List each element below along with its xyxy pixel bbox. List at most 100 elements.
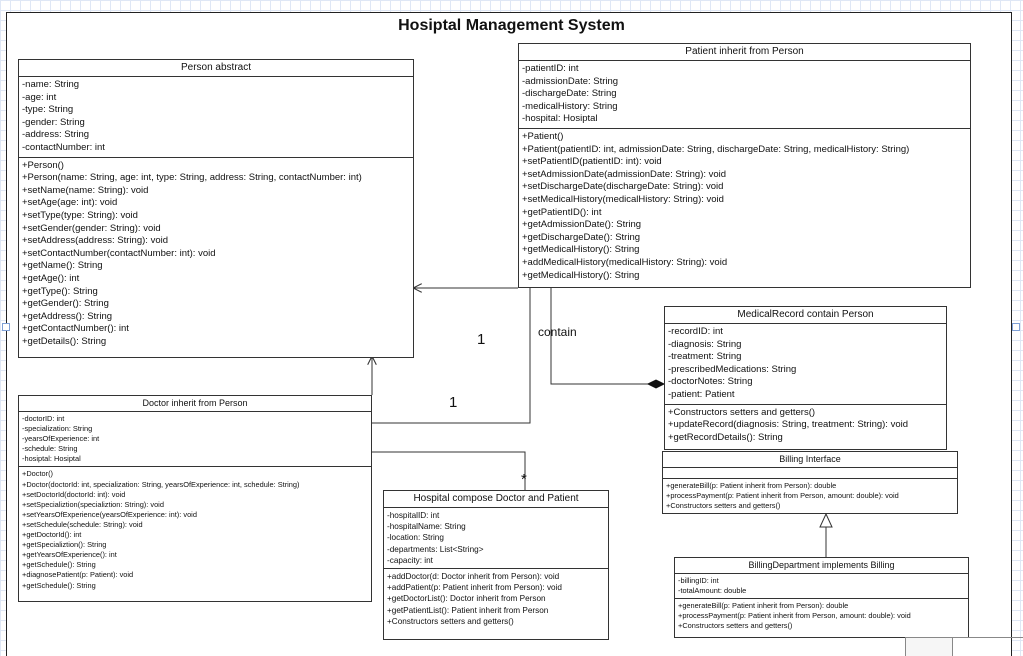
member-line: +Patient(patientID: int, admissionDate: …	[522, 143, 910, 155]
page-corner-edge	[951, 637, 1023, 638]
member-line: +getPatientList(): Patient inherit from …	[387, 605, 549, 615]
class-header: Billing Interface	[663, 452, 957, 468]
member-line: +setPatientID(patientID: int): void	[522, 156, 662, 168]
member-line: +setDoctorId(doctorId: int): void	[22, 489, 126, 499]
doctor-class[interactable]: Doctor inherit from Person -doctorID: in…	[18, 395, 372, 602]
member-line: +setName(name: String): void	[22, 184, 149, 196]
member-line: +Doctor(doctorId: int, specialization: S…	[22, 479, 300, 489]
member-line: +Constructors setters and getters()	[678, 621, 793, 631]
member-line: +Person()	[22, 159, 64, 171]
class-header: Hospital compose Doctor and Patient	[384, 491, 608, 508]
hospital-class[interactable]: Hospital compose Doctor and Patient -hos…	[383, 490, 609, 640]
person-class[interactable]: Person abstract -name: String-age: int-t…	[18, 59, 414, 358]
member-line: +getSchedule(): String	[22, 580, 96, 590]
attributes-section	[663, 468, 957, 479]
attributes-section: -name: String-age: int-type: String-gend…	[19, 77, 413, 158]
member-line: -recordID: int	[668, 326, 723, 337]
member-line: +setYearsOfExperience(yearsOfExperience:…	[22, 509, 197, 519]
methods-section: +addDoctor(d: Doctor inherit from Person…	[384, 569, 608, 629]
member-line: -contactNumber: int	[22, 141, 105, 153]
member-line: +getDetails(): String	[22, 335, 107, 347]
class-header: Patient inherit from Person	[519, 44, 970, 61]
member-line: +Constructors setters and getters()	[387, 616, 514, 626]
member-line: +getMedicalHistory(): String	[522, 244, 640, 256]
methods-section: +generateBill(p: Patient inherit from Pe…	[663, 479, 957, 513]
member-line: -medicalHistory: String	[522, 100, 618, 112]
member-line: -address: String	[22, 129, 90, 141]
member-line: +getSchedule(): String	[22, 560, 96, 570]
member-line: -billingID: int	[678, 576, 719, 585]
methods-section: +Patient()+Patient(patientID: int, admis…	[519, 129, 970, 284]
member-line: +setSpecializtion(specializtion: String)…	[22, 499, 164, 509]
member-line: +getAddress(): String	[22, 310, 113, 322]
member-line: +getSpecializtion(): String	[22, 540, 107, 550]
member-line: -hospitalName: String	[387, 522, 466, 532]
methods-section: +Doctor()+Doctor(doctorId: int, speciali…	[19, 467, 371, 592]
member-line: -specialization: String	[22, 424, 93, 434]
member-line: +getRecordDetails(): String	[668, 431, 783, 443]
contain-label: contain	[538, 325, 577, 339]
member-line: -hosiptal: Hosiptal	[22, 454, 81, 464]
member-line: +getAdmissionDate(): String	[522, 219, 642, 231]
member-line: +addPatient(p: Patient inherit from Pers…	[387, 583, 562, 593]
medical-record-class[interactable]: MedicalRecord contain Person -recordID: …	[664, 306, 947, 450]
doctor-hospital-association	[372, 451, 526, 490]
member-line: +getDischargeDate(): String	[522, 231, 641, 243]
member-line: -name: String	[22, 79, 80, 90]
multiplicity-one-lower: 1	[449, 394, 458, 411]
member-line: -capacity: int	[387, 555, 433, 565]
member-line: +Doctor()	[22, 469, 54, 479]
diagram-title: Hosiptal Management System	[398, 17, 625, 34]
member-line: +setAdmissionDate(admissionDate: String)…	[522, 168, 727, 180]
member-line: -doctorNotes: String	[668, 376, 753, 388]
member-line: -hospital: Hosiptal	[522, 113, 598, 125]
member-line: +setSchedule(schedule: String): void	[22, 519, 143, 529]
selection-handle-right[interactable]	[1012, 323, 1020, 331]
patient-record-composition	[550, 288, 648, 385]
member-line: +Constructors setters and getters()	[668, 406, 816, 418]
member-line: -yearsOfExperience: int	[22, 434, 100, 444]
member-line: +Patient()	[522, 130, 564, 142]
member-line: -dischargeDate: String	[522, 88, 617, 100]
billing-department-class[interactable]: BillingDepartment implements Billing -bi…	[674, 557, 969, 638]
member-line: +setType(type: String): void	[22, 209, 138, 221]
member-line: +processPayment(p: Patient inherit from …	[678, 611, 911, 621]
attributes-section: -doctorID: int-specialization: String-ye…	[19, 412, 371, 468]
member-line: -admissionDate: String	[522, 75, 619, 87]
page-corner-tab	[905, 637, 953, 656]
member-line: +getAge(): int	[22, 272, 80, 284]
member-line: +getName(): String	[22, 260, 103, 272]
methods-section: +Person()+Person(name: String, age: int,…	[19, 158, 413, 351]
member-line: +getType(): String	[22, 285, 98, 297]
member-line: -patientID: int	[522, 63, 579, 74]
member-line: +getDoctorId(): int	[22, 530, 82, 540]
member-line: -prescribedMedications: String	[668, 363, 797, 375]
multiplicity-one-upper: 1	[477, 331, 486, 348]
class-header: MedicalRecord contain Person	[665, 307, 946, 324]
billing-interface-class[interactable]: Billing Interface +generateBill(p: Patie…	[662, 451, 958, 514]
member-line: +generateBill(p: Patient inherit from Pe…	[666, 481, 837, 490]
member-line: +processPayment(p: Patient inherit from …	[666, 491, 899, 501]
member-line: -patient: Patient	[668, 388, 735, 400]
class-header: Person abstract	[19, 60, 413, 77]
attributes-section: -patientID: int-admissionDate: String-di…	[519, 61, 970, 129]
member-line: +setMedicalHistory(medicalHistory: Strin…	[522, 193, 724, 205]
attributes-section: -billingID: int-totalAmount: double	[675, 574, 968, 600]
patient-class[interactable]: Patient inherit from Person -patientID: …	[518, 43, 971, 288]
class-header: Doctor inherit from Person	[19, 396, 371, 412]
attributes-section: -hospitalID: int-hospitalName: String-lo…	[384, 508, 608, 570]
member-line: +getYearsOfExperience(): int	[22, 550, 117, 560]
member-line: -hospitalID: int	[387, 511, 440, 520]
member-line: -totalAmount: double	[678, 586, 747, 596]
doctor-patient-association	[372, 288, 531, 424]
member-line: +getContactNumber(): int	[22, 323, 129, 335]
class-header: BillingDepartment implements Billing	[675, 558, 968, 574]
member-line: +getDoctorList(): Doctor inherit from Pe…	[387, 594, 546, 604]
member-line: -treatment: String	[668, 351, 742, 363]
member-line: +diagnosePatient(p: Patient): void	[22, 570, 134, 580]
realization-triangle	[819, 512, 833, 528]
member-line: -departments: List<String>	[387, 544, 484, 554]
selection-handle-left[interactable]	[2, 323, 10, 331]
member-line: -type: String	[22, 104, 74, 116]
member-line: +getPatientID(): int	[522, 206, 602, 218]
